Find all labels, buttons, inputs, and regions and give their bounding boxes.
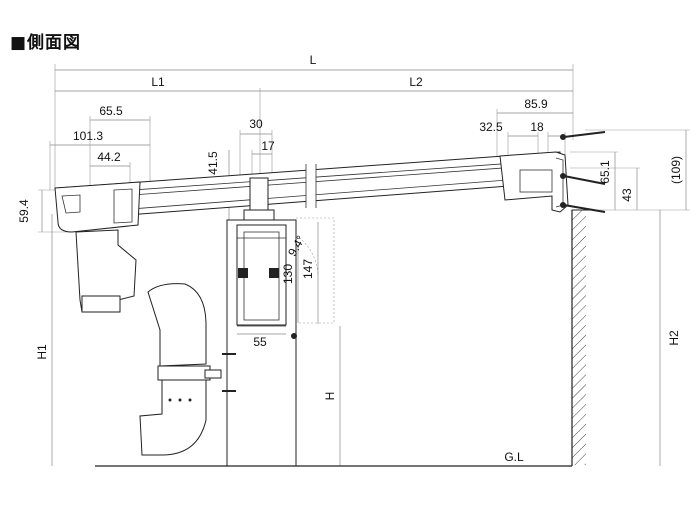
angle-indicator	[237, 217, 335, 335]
label-30: 30	[249, 117, 263, 131]
side-view-title-text: ■側面図	[10, 32, 82, 53]
height-dimensions	[51, 210, 661, 466]
label-32-5: 32.5	[479, 120, 503, 134]
post	[226, 177, 297, 467]
label-H2: H2	[667, 330, 681, 346]
downspout	[75, 229, 236, 456]
label-65-5: 65.5	[99, 104, 123, 118]
label-65-1: 65.1	[598, 160, 612, 184]
label-18: 18	[530, 120, 544, 134]
label-59-4: 59.4	[17, 199, 31, 223]
label-147: 147	[301, 259, 315, 279]
side-view-title: ■側面図	[10, 30, 82, 53]
label-85-9: 85.9	[524, 97, 548, 111]
wall-screws	[560, 131, 606, 213]
label-109: (109)	[669, 156, 683, 184]
dimension-lines	[38, 64, 690, 233]
label-43: 43	[620, 188, 634, 202]
front-gutter	[54, 181, 141, 233]
label-L2: L2	[409, 75, 423, 89]
label-L: L	[310, 53, 317, 67]
label-H: H	[323, 392, 337, 401]
label-17: 17	[261, 139, 275, 153]
label-41-5: 41.5	[206, 151, 220, 175]
label-H1: H1	[35, 344, 49, 360]
rear-fitting	[499, 151, 569, 213]
label-GL: G.L	[504, 450, 524, 464]
label-55: 55	[253, 335, 267, 349]
label-101-3: 101.3	[73, 129, 103, 143]
label-44-2: 44.2	[97, 150, 121, 164]
label-L1: L1	[151, 75, 165, 89]
label-130: 130	[281, 264, 295, 284]
wall	[571, 209, 590, 466]
